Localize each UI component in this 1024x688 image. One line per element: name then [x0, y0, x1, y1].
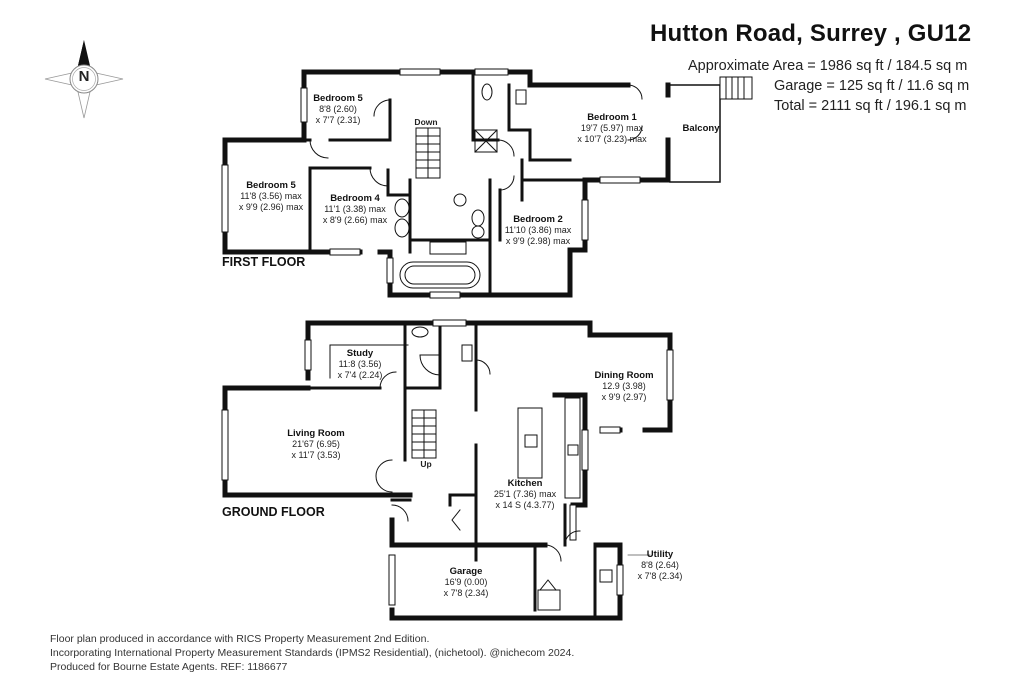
room-name: Bedroom 5: [313, 93, 363, 104]
room-dimension-1: 11'10 (3.86) max: [504, 225, 572, 235]
room-dimension-2: x 7'8 (2.34): [443, 588, 489, 598]
room-dimension-2: x 10'7 (3.23) max: [577, 134, 647, 144]
footer-notes: Floor plan produced in accordance with R…: [50, 632, 574, 674]
footer-line-2: Incorporating International Property Mea…: [50, 647, 575, 659]
room-dimension-2: x 9'9 (2.98) max: [505, 236, 571, 246]
room-dimension-2: x 11'7 (3.53): [291, 450, 341, 460]
room-dimension-2: x 7'8 (2.34): [637, 571, 683, 581]
room-dimension-2: x 9'9 (2.97): [601, 392, 647, 402]
north-compass-icon: [44, 40, 124, 119]
room-utility: Utility 8'8 (2.64) x 7'8 (2.34): [638, 549, 683, 582]
ground-floor-label: GROUND FLOOR: [222, 505, 325, 519]
room-bedroom-4: Bedroom 4 11'1 (3.38) max x 8'9 (2.66) m…: [323, 193, 387, 226]
room-dimension-1: 11'8 (3.56) max: [240, 191, 302, 201]
room-dimension-1: 11:8 (3.56): [338, 359, 382, 369]
room-dimension-2: x 7'4 (2.24): [337, 370, 383, 380]
first-floor-plan: [221, 68, 753, 299]
room-dimension-2: x 9'9 (2.96) max: [238, 202, 304, 212]
room-dimension-1: 8'8 (2.60): [319, 104, 357, 114]
room-name: Bedroom 1: [587, 112, 637, 123]
footer-line-3: Produced for Bourne Estate Agents. REF: …: [50, 661, 288, 673]
room-name: Living Room: [287, 428, 345, 439]
room-dimension-2: x 7'7 (2.31): [315, 115, 361, 125]
compass-north-label: N: [78, 68, 90, 85]
room-name: Dining Room: [594, 370, 654, 381]
room-dimension-1: 8'8 (2.64): [641, 560, 679, 570]
room-name: Study: [346, 348, 374, 359]
stairs-down-label: Down: [414, 117, 438, 127]
room-dimension-1: 21'67 (6.95): [292, 439, 340, 449]
room-bedroom-5-large: Bedroom 5 11'8 (3.56) max x 9'9 (2.96) m…: [239, 180, 303, 213]
garage-area: Garage = 125 sq ft / 11.6 sq m: [774, 78, 970, 94]
room-kitchen: Kitchen 25'1 (7.36) max x 14 S (4.3.77): [494, 478, 556, 511]
room-name: Bedroom 5: [246, 180, 296, 191]
room-name: Bedroom 4: [330, 193, 380, 204]
room-study: Study 11:8 (3.56) x 7'4 (2.24): [338, 348, 383, 381]
room-bedroom-1: Bedroom 1 19'7 (5.97) max x 10'7 (3.23) …: [577, 112, 646, 145]
room-bedroom-5-small: Bedroom 5 8'8 (2.60) x 7'7 (2.31): [313, 93, 363, 126]
approximate-area: Approximate Area = 1986 sq ft / 184.5 sq…: [688, 58, 968, 74]
room-garage: Garage 16'9 (0.00) x 7'8 (2.34): [444, 566, 489, 599]
room-bedroom-2: Bedroom 2 11'10 (3.86) max x 9'9 (2.98) …: [505, 214, 572, 247]
room-living-room: Living Room 21'67 (6.95) x 11'7 (3.53): [287, 428, 345, 461]
room-name: Utility: [646, 549, 674, 560]
room-dimension-2: x 8'9 (2.66) max: [322, 215, 388, 225]
room-name: Bedroom 2: [513, 214, 563, 225]
footer-line-1: Floor plan produced in accordance with R…: [50, 633, 430, 645]
room-name: Garage: [449, 566, 483, 577]
room-name: Balcony: [682, 123, 720, 134]
room-name: Kitchen: [507, 478, 543, 489]
room-dining-room: Dining Room 12.9 (3.98) x 9'9 (2.97): [594, 370, 653, 403]
first-floor-label: FIRST FLOOR: [222, 255, 306, 269]
room-dimension-1: 16'9 (0.00): [444, 577, 488, 587]
ground-floor-plan: [221, 319, 674, 621]
room-dimension-1: 11'1 (3.38) max: [324, 204, 386, 214]
stairs-up-label: Up: [420, 459, 432, 469]
total-area: Total = 2111 sq ft / 196.1 sq m: [774, 98, 967, 114]
room-dimension-2: x 14 S (4.3.77): [495, 500, 555, 510]
room-dimension-1: 19'7 (5.97) max: [580, 123, 644, 133]
room-dimension-1: 12.9 (3.98): [602, 381, 646, 391]
room-dimension-1: 25'1 (7.36) max: [493, 489, 557, 499]
property-title: Hutton Road, Surrey , GU12: [650, 20, 972, 47]
room-balcony: Balcony: [683, 123, 720, 134]
